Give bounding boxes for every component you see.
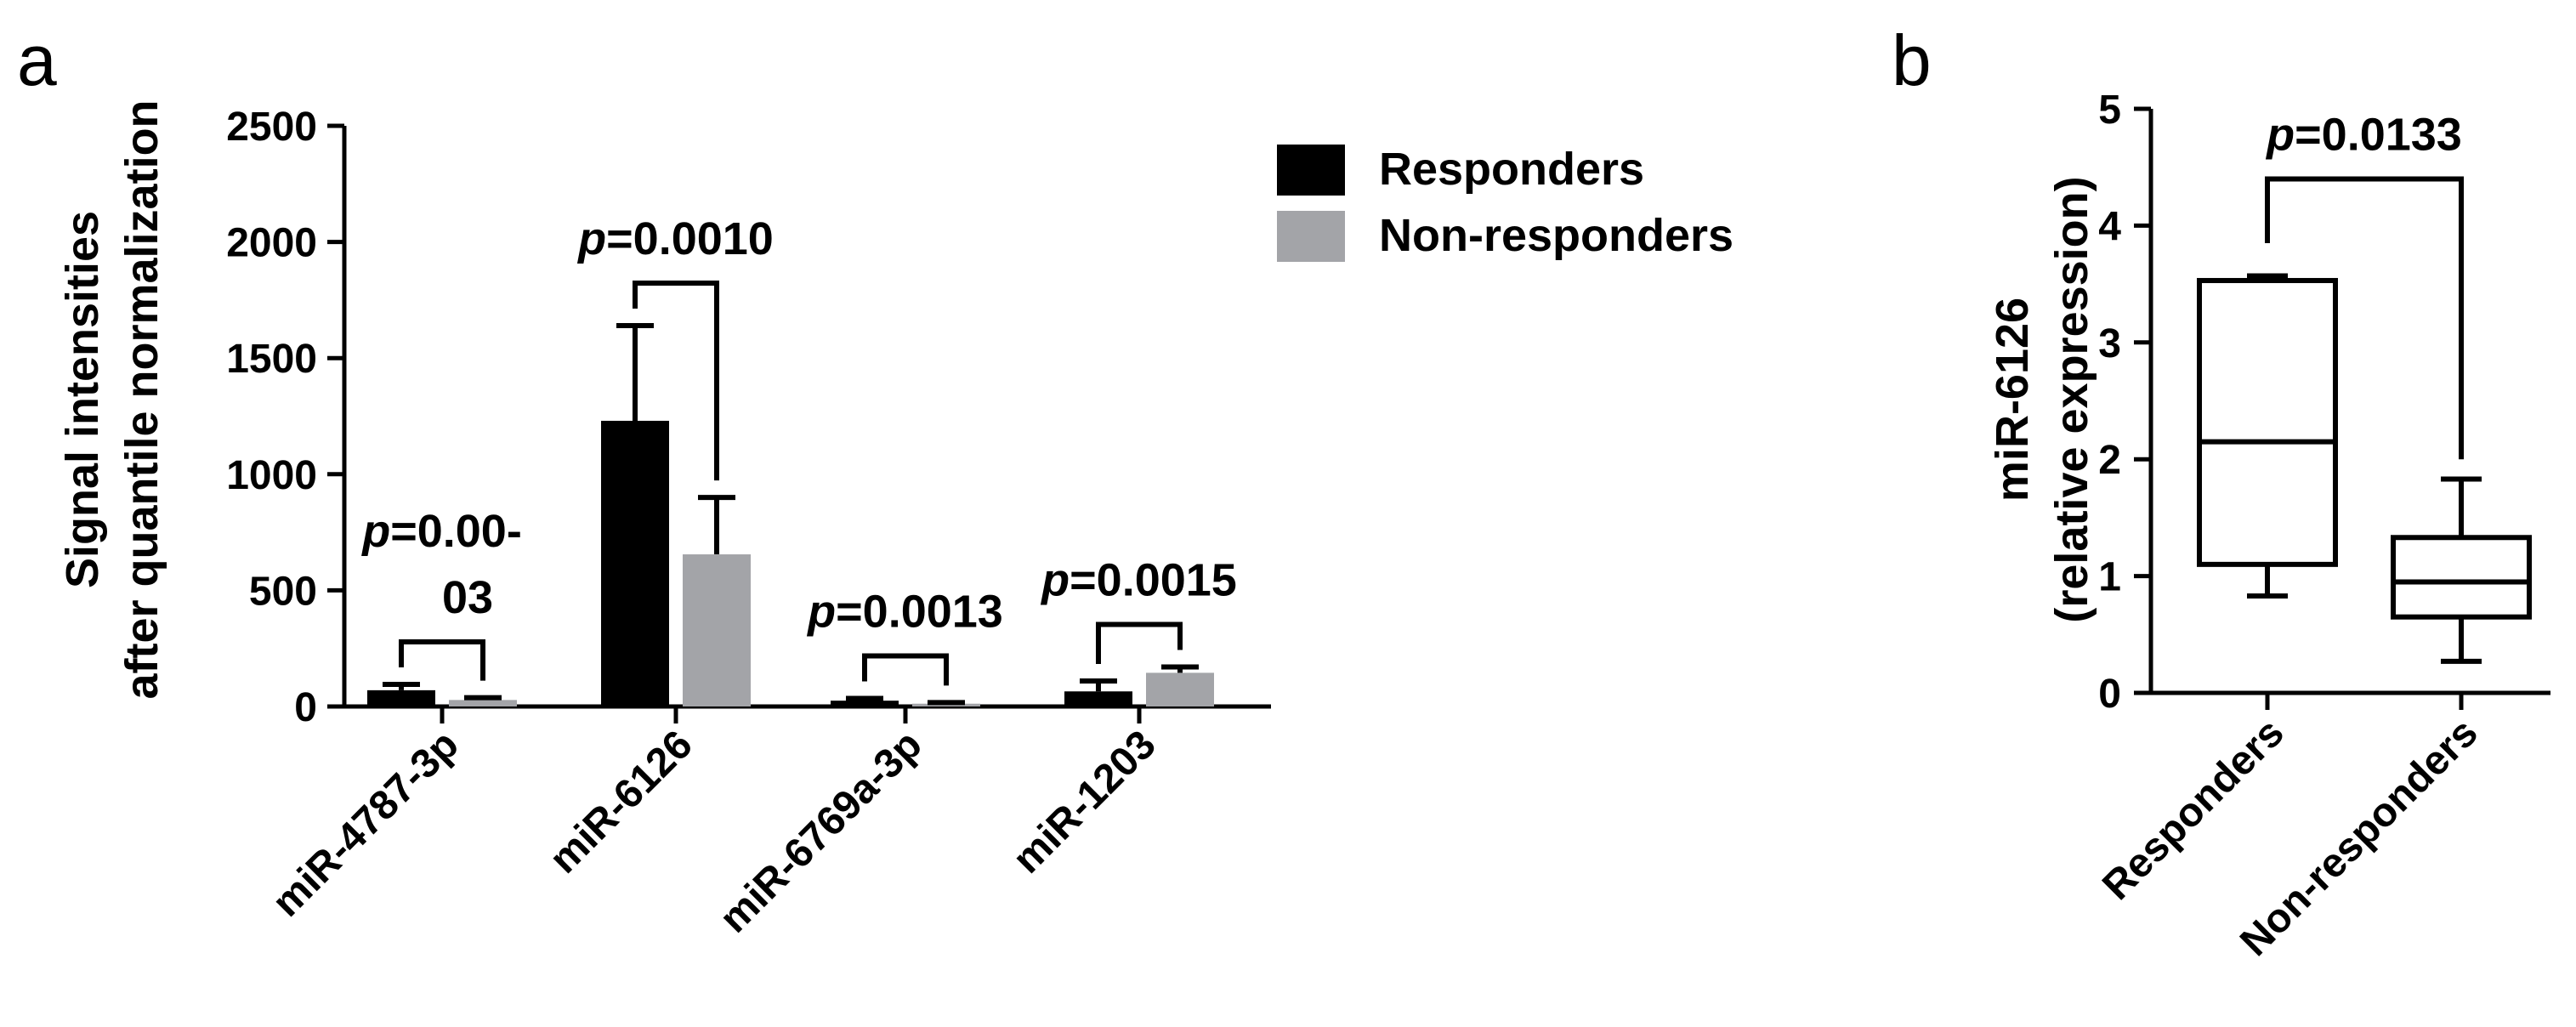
p-value-text: =0.0010	[606, 213, 774, 264]
significance-bracket	[1096, 621, 1183, 664]
legend-swatch	[1277, 145, 1345, 196]
y-tick-label: 4	[2098, 204, 2121, 249]
p-symbol: p	[806, 586, 836, 637]
p-value-label: p=0.00-	[360, 506, 522, 557]
significance-bracket	[633, 280, 719, 481]
y-tick-label: 1500	[226, 337, 317, 382]
p-value-text: =0.0133	[2295, 109, 2462, 160]
y-tick-label: 2	[2098, 438, 2121, 483]
y-tick-label: 5	[2098, 88, 2121, 133]
bar	[831, 701, 899, 706]
legend-swatch	[1277, 211, 1345, 262]
p-value-label: p=0.0133	[2265, 109, 2462, 160]
p-value-text: =0.0013	[836, 586, 1003, 637]
bar	[367, 689, 435, 706]
y-axis-title: after quantile normalization	[116, 99, 167, 699]
y-tick-label: 500	[249, 569, 317, 614]
y-tick-label: 0	[294, 685, 317, 730]
chart-panel-b: b miR-6126(relative expression) 0 1 2 3 4 5Resp…	[1892, 20, 2550, 965]
p-symbol: p	[576, 213, 606, 264]
x-tick-label: miR-6769a-3p	[712, 722, 931, 941]
x-tick-label: miR-4787-3p	[264, 722, 467, 925]
bar	[601, 420, 669, 706]
p-symbol: p	[360, 506, 390, 557]
legend-label: Responders	[1379, 144, 1644, 195]
significance-bracket	[862, 653, 949, 686]
y-axis-title: Signal intensities	[57, 211, 108, 588]
bar	[449, 700, 517, 706]
legend-label: Non-responders	[1379, 210, 1733, 261]
y-axis-title: miR-6126	[1987, 298, 2038, 502]
box	[2391, 535, 2532, 620]
y-tick-label: 2000	[226, 221, 317, 266]
p-symbol: p	[2265, 109, 2295, 160]
panel-label-b: b	[1892, 20, 1932, 100]
panel-label-a: a	[17, 20, 57, 100]
p-value-label: p=0.0013	[806, 586, 1003, 637]
box	[2197, 277, 2338, 567]
p-value-text: =0.00-	[390, 506, 522, 557]
bar	[1064, 691, 1132, 706]
x-tick-label: Responders	[2094, 710, 2293, 909]
x-tick-label: miR-6126	[541, 722, 701, 882]
p-symbol: p	[1040, 555, 1070, 606]
p-value-label: p=0.0010	[576, 213, 774, 264]
x-tick-label: miR-1203	[1004, 722, 1164, 882]
p-value-label-line2: 03	[442, 572, 493, 623]
p-value-label: p=0.0015	[1040, 555, 1237, 606]
y-tick-label: 1000	[226, 453, 317, 498]
y-tick-label: 0	[2098, 672, 2121, 717]
bar	[912, 703, 980, 706]
y-tick-label: 2500	[226, 105, 317, 150]
p-value-text: =0.0015	[1070, 555, 1237, 606]
bar	[683, 554, 751, 706]
bar	[1146, 672, 1214, 706]
y-axis-title: (relative expression)	[2046, 176, 2097, 622]
y-tick-label: 1	[2098, 555, 2121, 600]
y-tick-label: 3	[2098, 321, 2121, 366]
significance-bracket	[399, 639, 485, 681]
significance-bracket	[2265, 176, 2464, 460]
